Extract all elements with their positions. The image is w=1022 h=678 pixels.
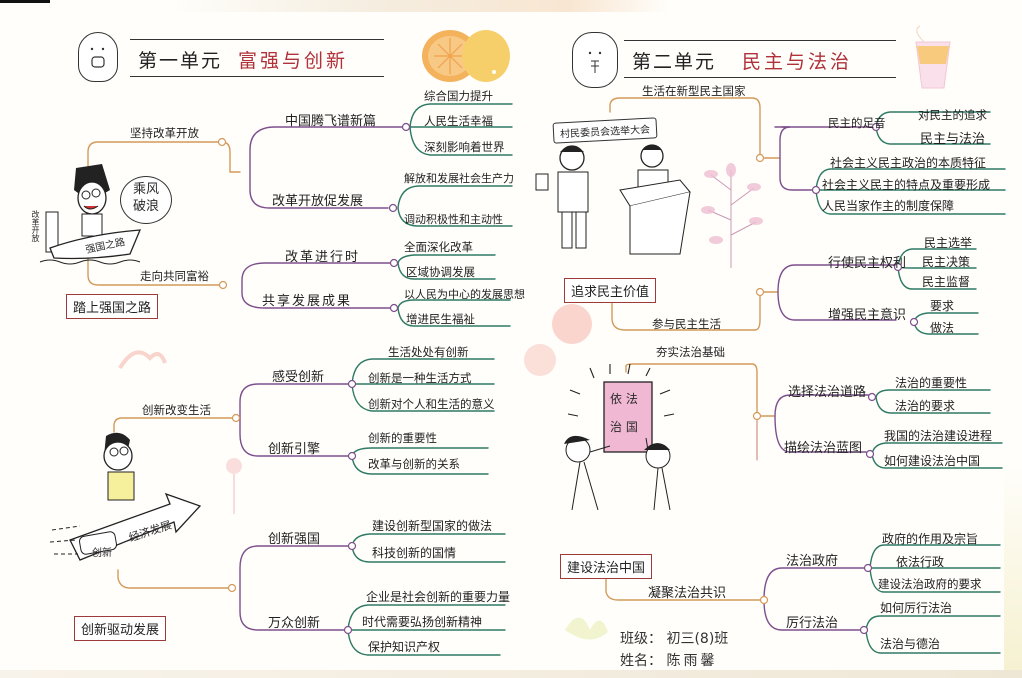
- leaf-item: 要求: [930, 299, 955, 313]
- bear-mascot-icon: [78, 32, 118, 82]
- leaf-item: 深刻影响着世界: [424, 140, 505, 154]
- leaf-item: 区域协调发展: [406, 265, 475, 279]
- watercolor-wash: [0, 670, 1022, 678]
- leaf-item: 增进民生福祉: [406, 312, 475, 326]
- name-value: 陈雨馨: [666, 653, 718, 669]
- orange-fruit-icon: [420, 26, 510, 84]
- lesson-title-box: 踏上强国之路: [66, 294, 159, 319]
- rule-of-law-book-illustration: [550, 360, 700, 511]
- leaf-item: 调动积极性和主动性: [404, 213, 503, 226]
- sub-branch-label: 选择法治道路: [788, 385, 867, 400]
- butterfly-wash-icon: [560, 600, 610, 650]
- unit1-title-bar: 第一单元 富强与创新: [130, 39, 384, 77]
- leaf-item: 建设法治政府的要求: [878, 577, 982, 591]
- leaf-item: 改革与创新的关系: [368, 457, 460, 471]
- leaf-item: 法治的重要性: [895, 376, 968, 390]
- voting-illustration: [530, 140, 710, 260]
- leaf-item: 做法: [930, 321, 955, 335]
- branch-label: 走向共同富裕: [140, 269, 209, 283]
- leaf-item: 如何厉行法治: [880, 601, 953, 615]
- leaf-item: 时代需要弘扬创新精神: [362, 615, 483, 629]
- sub-branch-label: 共享发展成果: [262, 294, 353, 309]
- flower-sketch-icon: [110, 338, 170, 378]
- sub-branch-label: 法治政府: [786, 554, 839, 569]
- sub-branch-label: 厉行法治: [786, 616, 839, 631]
- speech-bubble: 乘风 破浪: [120, 176, 172, 224]
- branch-label: 坚持改革开放: [130, 126, 199, 140]
- flag-label: 改革开放: [31, 210, 40, 242]
- class-info: 班级： 初三(8)班: [620, 628, 728, 648]
- leaf-item: 解放和发展社会生产力: [404, 172, 514, 185]
- sub-branch-label: 中国腾飞谱新篇: [285, 114, 377, 129]
- leaf-item: 民主与法治: [920, 132, 986, 147]
- leaf-item: 民主选举: [924, 236, 973, 250]
- unit1-title: 富强与创新: [238, 50, 349, 72]
- lavender-flower-icon: [696, 160, 766, 270]
- drink-cup-icon: [906, 24, 960, 94]
- unit1-number: 第一单元: [138, 50, 223, 72]
- sub-branch-label: 行使民主权利: [828, 256, 907, 271]
- lesson-title-box: 创新驱动发展: [74, 616, 167, 641]
- ghost-mascot-icon: [572, 32, 618, 88]
- name-label: 姓名：: [620, 653, 662, 669]
- leaf-item: 依法行政: [896, 555, 945, 569]
- sub-branch-label: 描绘法治蓝图: [784, 441, 863, 456]
- leaf-item: 创新对个人和生活的意义: [368, 397, 495, 411]
- lesson-title-box: 追求民主价值: [564, 278, 657, 303]
- class-label: 班级：: [620, 631, 662, 647]
- leaf-item: 法治的要求: [895, 399, 956, 413]
- man-on-boat-illustration: [30, 160, 150, 270]
- sub-branch-label: 民主的足音: [828, 116, 886, 130]
- leaf-item: 对民主的追求: [918, 108, 987, 122]
- sub-branch-label: 改革进行时: [285, 250, 361, 265]
- sub-branch-label: 创新引擎: [268, 442, 321, 457]
- leaf-item: 我国的法治建设进程: [884, 429, 993, 443]
- man-on-rocket-illustration: [49, 430, 220, 580]
- leaf-item: 全面深化改革: [404, 240, 473, 254]
- leaf-item: 保护知识产权: [368, 640, 441, 654]
- sub-branch-label: 感受创新: [272, 370, 325, 385]
- unit2-title: 民主与法治: [742, 51, 853, 73]
- leaf-item: 以人民为中心的发展思想: [404, 288, 525, 301]
- class-value: 初三(8)班: [666, 631, 729, 647]
- leaf-item: 民主决策: [922, 255, 971, 269]
- leaf-item: 企业是社会创新的重要力量: [366, 590, 511, 604]
- scan-edge: [0, 0, 50, 3]
- branch-label: 凝聚法治共识: [648, 586, 727, 601]
- leaf-item: 创新的重要性: [368, 431, 437, 445]
- engine-label: 创新: [92, 548, 112, 559]
- dandelion-sketch-icon: [222, 456, 246, 516]
- leaf-item: 民主监督: [922, 275, 971, 289]
- leaf-item: 社会主义民主的特点及重要形成: [822, 178, 991, 192]
- sub-branch-label: 万众创新: [268, 616, 321, 631]
- sub-branch-label: 改革开放促发展: [272, 194, 364, 209]
- sub-branch-label: 创新强国: [268, 532, 321, 547]
- watercolor-wash: [1004, 460, 1022, 678]
- lesson-title-box: 建设法治中国: [560, 554, 653, 579]
- leaf-item: 创新是一种生活方式: [368, 371, 472, 385]
- leaf-item: 如何建设法治中国: [884, 454, 981, 468]
- leaf-item: 政府的作用及宗旨: [882, 532, 979, 546]
- book-title-line1: 依 法: [610, 392, 638, 406]
- branch-label: 参与民主生活: [652, 317, 721, 331]
- unit2-number: 第二单元: [632, 51, 717, 73]
- leaf-item: 综合国力提升: [424, 89, 493, 103]
- leaf-item: 法治与德治: [880, 637, 941, 651]
- leaf-item: 人民当家作主的制度保障: [822, 199, 955, 213]
- leaf-item: 建设创新型国家的做法: [372, 519, 493, 533]
- student-name-info: 姓名： 陈雨馨: [620, 650, 717, 670]
- branch-label: 夯实法治基础: [656, 345, 725, 359]
- branch-label: 生活在新型民主国家: [642, 84, 746, 98]
- pink-flower-wash-icon: [520, 300, 600, 380]
- branch-label: 创新改变生活: [142, 403, 211, 417]
- watercolor-wash: [170, 0, 670, 12]
- unit2-title-bar: 第二单元 民主与法治: [624, 40, 896, 78]
- leaf-item: 科技创新的国情: [372, 546, 457, 560]
- book-title-line2: 治 国: [610, 420, 638, 434]
- leaf-item: 人民生活幸福: [424, 114, 493, 128]
- leaf-item: 生活处处有创新: [388, 345, 469, 359]
- sub-branch-label: 增强民主意识: [828, 308, 907, 323]
- leaf-item: 社会主义民主政治的本质特征: [830, 156, 987, 170]
